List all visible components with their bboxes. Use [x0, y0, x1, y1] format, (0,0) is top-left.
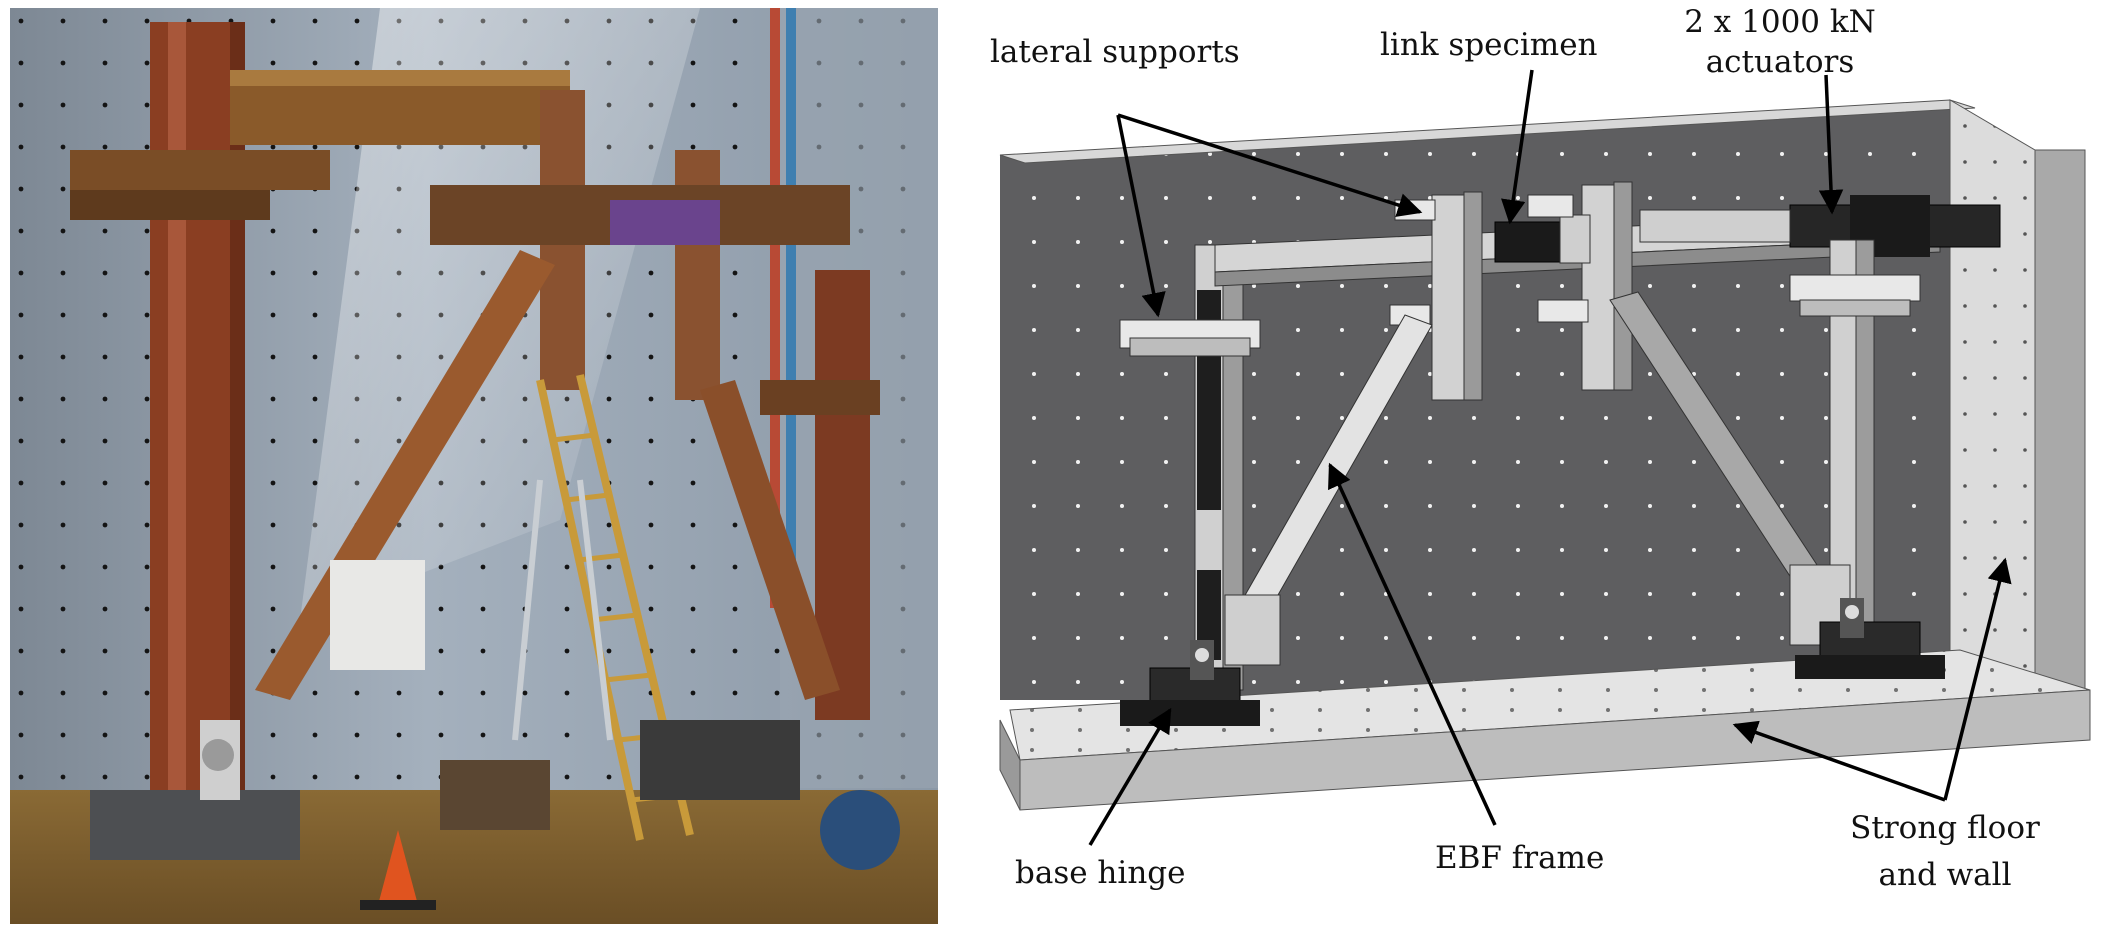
label-strong-line1: Strong floor	[1850, 810, 2040, 846]
annotation-labels: lateral supports link specimen 2 x 1000 …	[990, 4, 2040, 893]
lab-photo	[10, 8, 938, 924]
label-base-hinge: base hinge	[1015, 855, 1185, 891]
annotation-arrows	[1088, 69, 2012, 846]
arrow-lateral-supports-1	[1116, 114, 1166, 318]
label-actuators-line1: 2 x 1000 kN	[1684, 4, 1876, 40]
label-actuators-line2: actuators	[1706, 44, 1855, 80]
label-strong-line2: and wall	[1879, 857, 2012, 893]
arrow-actuators	[1818, 74, 1844, 215]
arrow-strong-wall	[1943, 557, 2012, 801]
arrow-strong-floor	[1732, 720, 1946, 802]
cad-diagram	[999, 99, 2091, 811]
label-link-specimen: link specimen	[1380, 27, 1598, 63]
label-lateral-supports: lateral supports	[990, 34, 1240, 70]
arrow-ebf-frame	[1328, 462, 1497, 826]
arrow-base-hinge	[1088, 707, 1172, 846]
arrow-link-specimen	[1501, 69, 1534, 225]
label-ebf-frame: EBF frame	[1435, 840, 1604, 876]
arrow-lateral-supports-2	[1117, 113, 1423, 217]
